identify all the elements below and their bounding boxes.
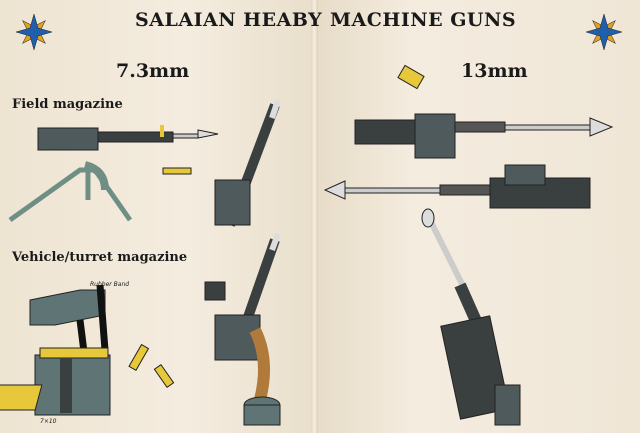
turret-gun-drawing xyxy=(204,232,281,426)
heavy-gun-drawing-2 xyxy=(323,164,591,209)
compass-star-icon-left xyxy=(15,13,53,51)
caliber-13mm-heading: 13mm xyxy=(461,60,528,82)
count-label: 7×10 xyxy=(40,418,57,425)
vehicle-turret-magazine-heading: Vehicle/turret magazine xyxy=(12,250,188,265)
caliber-7-3mm-heading: 7.3mm xyxy=(116,60,190,82)
heavy-gun-drawing-3 xyxy=(421,208,521,426)
field-gun-loading-drawing xyxy=(162,99,281,227)
field-magazine-heading: Field magazine xyxy=(12,97,123,112)
book-gutter xyxy=(311,0,318,433)
vehicle-magazine-box-drawing xyxy=(0,284,175,416)
field-machine-gun-drawing xyxy=(8,125,219,223)
title-left: SALAIAN HEABY xyxy=(135,9,323,31)
compass-star-icon-right xyxy=(585,13,623,51)
title-right: MACHINE GUNS xyxy=(330,9,517,31)
heavy-gun-drawing-1 xyxy=(354,64,614,159)
rubber-band-label: Rubber Band xyxy=(90,281,130,288)
